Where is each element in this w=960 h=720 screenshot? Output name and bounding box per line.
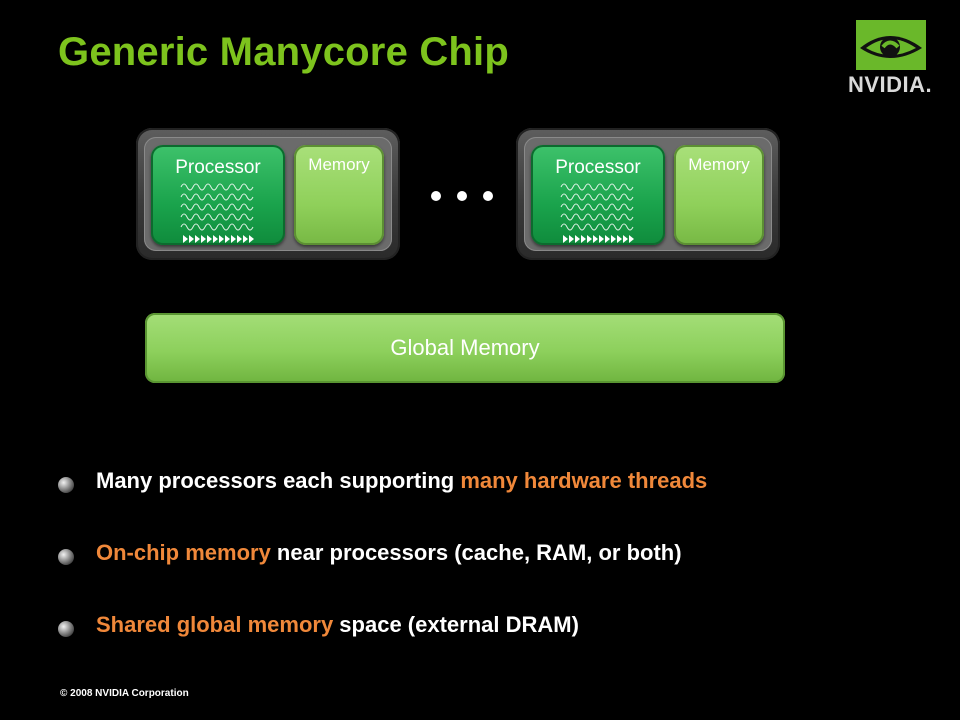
bullet-dot-icon — [58, 549, 74, 565]
processor-block: Processor — [531, 145, 665, 245]
hardware-threads-icon — [560, 183, 634, 243]
ellipsis-dots — [424, 186, 500, 206]
bullet-item: Shared global memory space (external DRA… — [58, 612, 938, 651]
processor-label: Processor — [555, 157, 641, 178]
processor-block: Processor — [151, 145, 285, 245]
copyright-footer: © 2008 NVIDIA Corporation — [60, 688, 189, 699]
core-tray-1: Processor Memory — [136, 128, 400, 260]
nvidia-logo-text: NVIDIA. — [848, 72, 933, 97]
bullet-text: Many processors each supporting many har… — [96, 468, 708, 493]
local-memory-block: Memory — [294, 145, 384, 245]
slide-title: Generic Manycore Chip — [58, 30, 509, 74]
core-tray-inner: Processor Memory — [524, 137, 772, 251]
nvidia-eye-logo-icon — [856, 20, 926, 70]
bullet-item: Many processors each supporting many har… — [58, 468, 938, 507]
global-memory-label: Global Memory — [390, 335, 540, 360]
bullet-text: On-chip memory near processors (cache, R… — [96, 540, 682, 565]
bullet-dot-icon — [58, 477, 74, 493]
local-memory-block: Memory — [674, 145, 764, 245]
bullet-list: Many processors each supporting many har… — [58, 468, 938, 684]
bullet-highlight: many hardware threads — [460, 468, 708, 493]
ellipsis-icon — [431, 191, 493, 201]
bullet-highlight: Shared global memory — [96, 612, 334, 637]
memory-label: Memory — [688, 155, 750, 174]
core-tray-inner: Processor Memory — [144, 137, 392, 251]
bullet-highlight: On-chip memory — [96, 540, 271, 565]
bullet-text: Shared global memory space (external DRA… — [96, 612, 579, 637]
memory-label: Memory — [308, 155, 370, 174]
bullet-dot-icon — [58, 621, 74, 637]
bullet-item: On-chip memory near processors (cache, R… — [58, 540, 938, 579]
processor-label: Processor — [175, 157, 261, 178]
global-memory-block: Global Memory — [145, 313, 785, 383]
core-tray-2: Processor Memory — [516, 128, 780, 260]
hardware-threads-icon — [180, 183, 254, 243]
